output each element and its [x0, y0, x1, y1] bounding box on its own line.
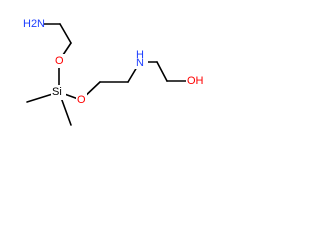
amine-nh-n-label: N [136, 57, 144, 69]
nh-label-bg [131, 50, 148, 69]
amine-label-bg [22, 16, 44, 32]
o-top-label-bg [54, 54, 65, 68]
oxygen-top-label: O [55, 55, 64, 67]
bonds [26, 23, 189, 126]
atom-labels: H2N O Si O H N OH [23, 18, 204, 106]
o-right-label-bg [76, 93, 87, 107]
oh-label-bg [186, 73, 207, 89]
bond-c1-c2 [59, 23, 72, 44]
silicon-label: Si [52, 86, 62, 98]
amine-label: H2N [23, 18, 45, 30]
hydroxyl-label: OH [187, 75, 204, 87]
chemical-structure: H2N O Si O H N OH [22, 16, 207, 126]
oxygen-right-label: O [77, 94, 86, 106]
si-label-bg [51, 85, 66, 100]
atom-label-backgrounds [22, 16, 207, 107]
amine-nh-h-label: H [136, 49, 144, 61]
bond-c5-c6 [156, 61, 168, 82]
